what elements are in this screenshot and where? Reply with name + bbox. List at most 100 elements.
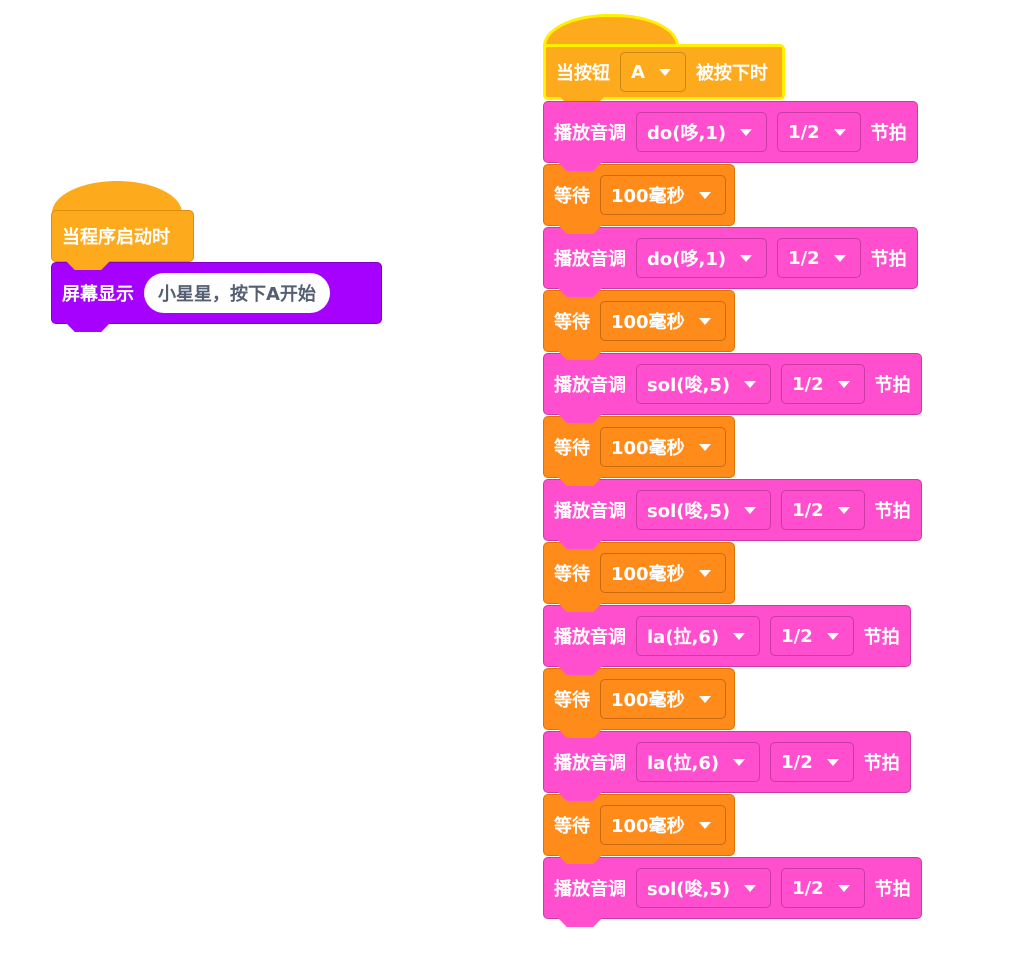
- note-dropdown[interactable]: la(拉,6): [636, 616, 761, 656]
- button-dropdown[interactable]: A: [620, 52, 686, 92]
- note-value: do(哆,1): [647, 123, 727, 144]
- note-value: sol(唆,5): [647, 375, 731, 396]
- wait-duration-dropdown[interactable]: 100毫秒: [600, 679, 726, 719]
- display-label: 屏幕显示: [62, 284, 134, 305]
- play-tone-block[interactable]: 播放音调 sol(唆,5) 1/2 节拍: [543, 857, 922, 919]
- play-label: 播放音调: [554, 879, 626, 900]
- play-tone-block[interactable]: 播放音调 sol(唆,5) 1/2 节拍: [543, 353, 922, 415]
- wait-label: 等待: [554, 690, 590, 711]
- caret-down-icon: [733, 758, 746, 766]
- play-label: 播放音调: [554, 627, 626, 648]
- play-label: 播放音调: [554, 375, 626, 396]
- beat-dropdown[interactable]: 1/2: [781, 364, 865, 404]
- beat-unit: 节拍: [874, 375, 911, 396]
- play-label: 播放音调: [554, 753, 626, 774]
- caret-down-icon: [744, 884, 757, 892]
- caret-down-icon: [733, 632, 746, 640]
- wait-label: 等待: [554, 186, 590, 207]
- note-value: la(拉,6): [647, 627, 720, 648]
- wait-block[interactable]: 等待 100毫秒: [543, 668, 735, 730]
- play-tone-block[interactable]: 播放音调 sol(唆,5) 1/2 节拍: [543, 479, 922, 541]
- wait-block[interactable]: 等待 100毫秒: [543, 416, 735, 478]
- wait-value: 100毫秒: [611, 564, 685, 585]
- wait-value: 100毫秒: [611, 690, 685, 711]
- display-text-input[interactable]: 小星星，按下A开始: [144, 273, 330, 313]
- note-dropdown[interactable]: la(拉,6): [636, 742, 761, 782]
- caret-down-icon: [698, 443, 711, 451]
- hat-suffix: 被按下时: [695, 63, 768, 84]
- play-tone-block[interactable]: 播放音调 la(拉,6) 1/2 节拍: [543, 731, 911, 793]
- beat-unit: 节拍: [870, 249, 907, 270]
- note-dropdown[interactable]: sol(唆,5): [636, 868, 772, 908]
- wait-duration-dropdown[interactable]: 100毫秒: [600, 553, 726, 593]
- caret-down-icon: [744, 506, 757, 514]
- play-tone-block[interactable]: 播放音调 la(拉,6) 1/2 节拍: [543, 605, 911, 667]
- wait-duration-dropdown[interactable]: 100毫秒: [600, 427, 726, 467]
- note-dropdown[interactable]: do(哆,1): [636, 238, 768, 278]
- wait-label: 等待: [554, 438, 590, 459]
- beat-dropdown[interactable]: 1/2: [781, 868, 865, 908]
- caret-down-icon: [740, 128, 753, 136]
- beat-dropdown[interactable]: 1/2: [777, 112, 861, 152]
- beat-value: 1/2: [792, 499, 824, 521]
- beat-value: 1/2: [781, 751, 813, 773]
- caret-down-icon: [826, 632, 839, 640]
- wait-value: 100毫秒: [611, 186, 685, 207]
- play-tone-block[interactable]: 播放音调 do(哆,1) 1/2 节拍: [543, 227, 918, 289]
- caret-down-icon: [698, 317, 711, 325]
- beat-dropdown[interactable]: 1/2: [781, 490, 865, 530]
- caret-down-icon: [658, 68, 671, 76]
- caret-down-icon: [833, 128, 846, 136]
- wait-block[interactable]: 等待 100毫秒: [543, 794, 735, 856]
- hat-label: 当程序启动时: [62, 227, 170, 248]
- note-dropdown[interactable]: sol(唆,5): [636, 364, 772, 404]
- wait-label: 等待: [554, 312, 590, 333]
- note-value: sol(唆,5): [647, 879, 731, 900]
- play-label: 播放音调: [554, 123, 626, 144]
- wait-duration-dropdown[interactable]: 100毫秒: [600, 301, 726, 341]
- play-label: 播放音调: [554, 249, 626, 270]
- caret-down-icon: [837, 380, 850, 388]
- beat-unit: 节拍: [870, 123, 907, 144]
- beat-dropdown[interactable]: 1/2: [777, 238, 861, 278]
- note-dropdown[interactable]: sol(唆,5): [636, 490, 772, 530]
- wait-value: 100毫秒: [611, 438, 685, 459]
- hat-prefix: 当按钮: [556, 63, 610, 84]
- when-program-starts-block[interactable]: 当程序启动时: [51, 181, 194, 262]
- beat-value: 1/2: [792, 877, 824, 899]
- wait-block[interactable]: 等待 100毫秒: [543, 290, 735, 352]
- beat-value: 1/2: [792, 373, 824, 395]
- beat-unit: 节拍: [863, 753, 900, 774]
- caret-down-icon: [744, 380, 757, 388]
- wait-value: 100毫秒: [611, 816, 685, 837]
- wait-duration-dropdown[interactable]: 100毫秒: [600, 805, 726, 845]
- note-value: do(哆,1): [647, 249, 727, 270]
- wait-block[interactable]: 等待 100毫秒: [543, 164, 735, 226]
- beat-dropdown[interactable]: 1/2: [770, 742, 854, 782]
- startup-script[interactable]: 当程序启动时 屏幕显示 小星星，按下A开始: [51, 181, 382, 324]
- beat-unit: 节拍: [874, 879, 911, 900]
- note-dropdown[interactable]: do(哆,1): [636, 112, 768, 152]
- beat-unit: 节拍: [874, 501, 911, 522]
- wait-label: 等待: [554, 564, 590, 585]
- caret-down-icon: [698, 191, 711, 199]
- button-value: A: [631, 61, 645, 83]
- screen-display-block[interactable]: 屏幕显示 小星星，按下A开始: [51, 262, 382, 324]
- beat-dropdown[interactable]: 1/2: [770, 616, 854, 656]
- caret-down-icon: [740, 254, 753, 262]
- caret-down-icon: [837, 506, 850, 514]
- caret-down-icon: [833, 254, 846, 262]
- when-button-pressed-block[interactable]: 当按钮 A 被按下时: [543, 14, 785, 100]
- beat-value: 1/2: [788, 121, 820, 143]
- note-value: sol(唆,5): [647, 501, 731, 522]
- wait-duration-dropdown[interactable]: 100毫秒: [600, 175, 726, 215]
- play-label: 播放音调: [554, 501, 626, 522]
- button-a-script[interactable]: 当按钮 A 被按下时 播放音调 do(哆,1) 1/2 节拍等待 100毫秒播放…: [543, 14, 922, 919]
- caret-down-icon: [698, 821, 711, 829]
- wait-value: 100毫秒: [611, 312, 685, 333]
- beat-value: 1/2: [788, 247, 820, 269]
- play-tone-block[interactable]: 播放音调 do(哆,1) 1/2 节拍: [543, 101, 918, 163]
- caret-down-icon: [698, 695, 711, 703]
- note-value: la(拉,6): [647, 753, 720, 774]
- wait-block[interactable]: 等待 100毫秒: [543, 542, 735, 604]
